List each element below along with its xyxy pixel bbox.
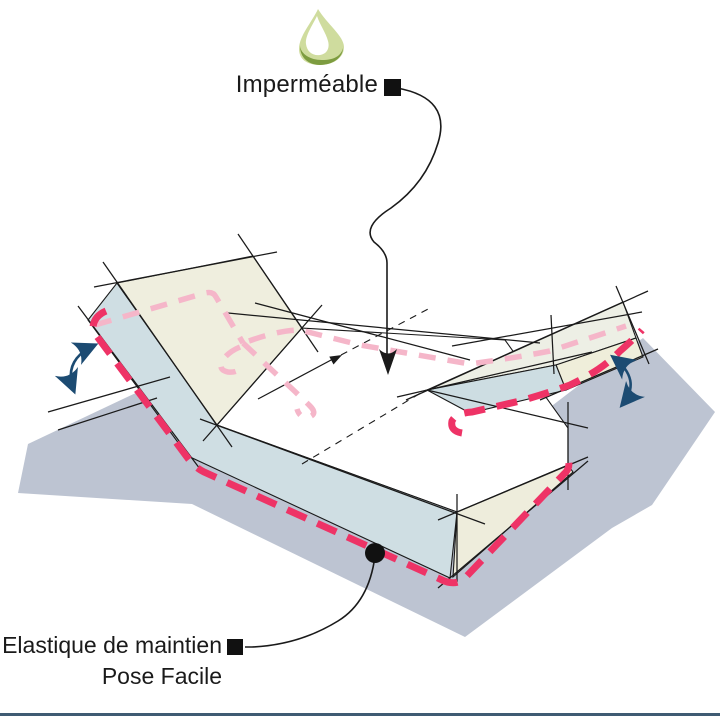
elastic-label-line1: Elastique de maintien <box>2 632 222 658</box>
fold-direction-arrowhead <box>329 355 342 365</box>
waterproof-callout-line <box>369 87 442 357</box>
waterproof-callout-arrowhead <box>379 349 397 375</box>
elastic-label: Elastique de maintien Pose Facile <box>0 630 222 692</box>
waterproof-square-marker <box>384 79 401 96</box>
elastic-callout-dot <box>365 543 385 563</box>
elastic-label-line2: Pose Facile <box>101 663 222 689</box>
bottom-baseline-rule <box>0 713 720 716</box>
left-pivot-arrow <box>54 342 99 395</box>
callouts <box>245 87 442 648</box>
waterproof-label: Imperméable <box>235 71 378 98</box>
water-drop-icon <box>299 9 344 65</box>
elastic-callout-line <box>245 555 376 648</box>
fold-guide-lines <box>257 306 433 465</box>
right-pivot-arrow <box>610 354 645 408</box>
elastic-square-marker <box>227 639 243 655</box>
hidden-elastic-path <box>94 289 627 421</box>
pivot-arrows <box>54 342 645 408</box>
retaining-elastic-outline <box>89 307 645 587</box>
